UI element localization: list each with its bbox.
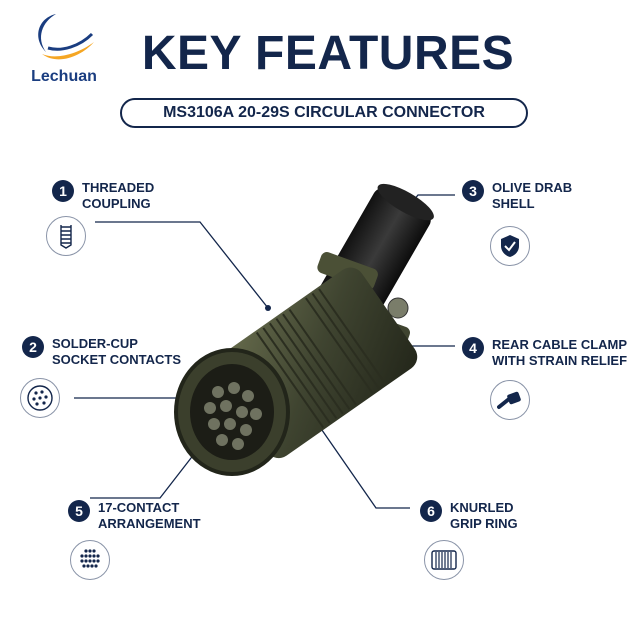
subtitle-text: MS3106A 20-29S CIRCULAR CONNECTOR xyxy=(163,104,485,121)
leader-dot-1 xyxy=(265,305,271,311)
subtitle-pill: MS3106A 20-29S CIRCULAR CONNECTOR xyxy=(120,98,528,128)
leader-1 xyxy=(95,221,269,309)
shield-check-icon xyxy=(490,226,530,266)
socket-contacts-icon xyxy=(20,378,60,418)
feature-number-2: 2 xyxy=(22,336,44,358)
knurled-ring-icon xyxy=(424,540,464,580)
feature-number-6: 6 xyxy=(420,500,442,522)
brand-name: Lechuan xyxy=(31,68,97,85)
contact-pattern-icon xyxy=(70,540,110,580)
threaded-screw-icon xyxy=(46,216,86,256)
brand-logo: Lechuan xyxy=(14,8,114,88)
connector-illustration xyxy=(174,183,434,476)
page-title: KEY FEATURES xyxy=(141,27,515,80)
feature-number-5: 5 xyxy=(68,500,90,522)
leader-6 xyxy=(314,419,410,509)
cable-clamp-icon xyxy=(490,380,530,420)
feature-number-4: 4 xyxy=(462,337,484,359)
lechuan-logo-mark xyxy=(38,14,94,60)
leader-5 xyxy=(90,439,206,499)
feature-number-1: 1 xyxy=(52,180,74,202)
feature-number-3: 3 xyxy=(462,180,484,202)
